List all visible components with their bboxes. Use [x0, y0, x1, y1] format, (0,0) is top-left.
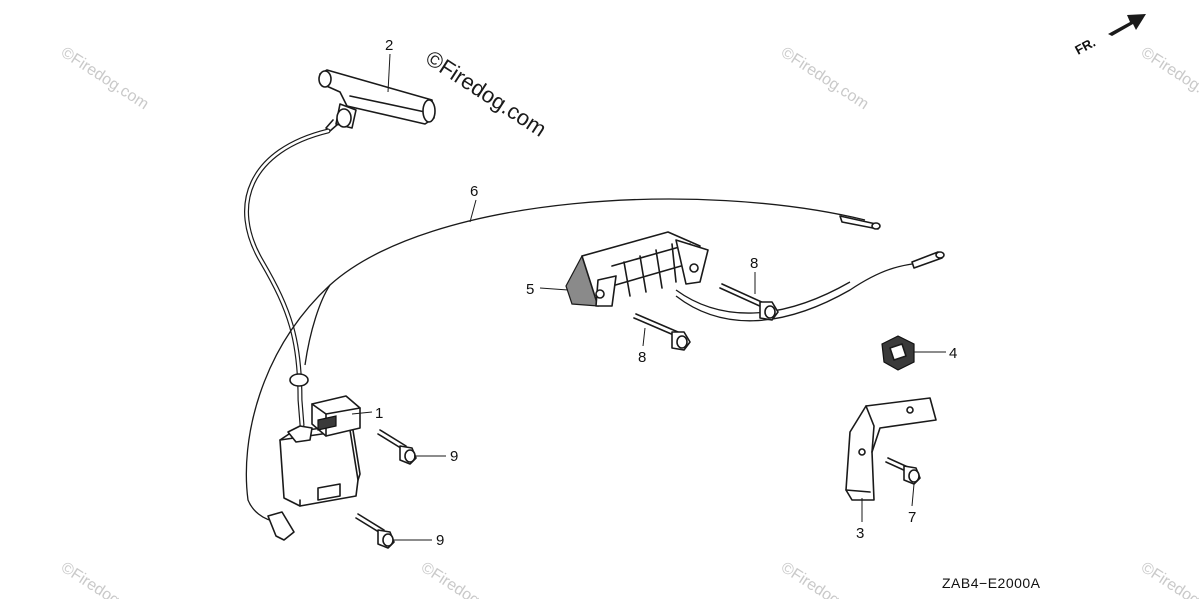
callout-8-upper: 8 — [750, 255, 758, 272]
front-label: FR. — [1072, 35, 1098, 58]
callout-2: 2 — [385, 37, 393, 54]
watermark-faint-3: ©Firedog.com — [1138, 44, 1200, 113]
callout-9-lower: 9 — [436, 532, 444, 549]
coil-bolt-upper — [377, 429, 417, 465]
bracket-bolt — [885, 457, 921, 485]
ignition-coil — [279, 395, 361, 507]
diagram-code: ZAB4−E2000A — [942, 575, 1041, 591]
grommet — [881, 335, 915, 371]
exciter-coil — [565, 231, 945, 322]
bolt-upper — [719, 283, 779, 321]
callout-1: 1 — [375, 405, 383, 422]
watermark-faint-6: ©Firedog.com — [778, 559, 872, 599]
coil-bolt-lower — [355, 513, 395, 549]
leader-lines — [351, 53, 946, 541]
watermark-faint-7: ©Firedog.com — [1138, 559, 1200, 599]
callout-3: 3 — [856, 525, 864, 542]
callout-8-lower: 8 — [638, 349, 646, 366]
callout-7: 7 — [908, 509, 916, 526]
watermark-faint-5: ©Firedog.com — [418, 559, 512, 599]
wire-harness — [245, 198, 881, 541]
watermark-faint-4: ©Firedog.com — [58, 559, 152, 599]
callout-9-upper: 9 — [450, 448, 458, 465]
faint-watermarks: ©Firedog.com ©Firedog.com ©Firedog.com ©… — [58, 44, 1200, 599]
callout-5: 5 — [526, 281, 534, 298]
watermark-main: ©Firedog.com — [421, 45, 551, 141]
watermark-faint-2: ©Firedog.com — [778, 44, 872, 113]
callouts: 2 6 5 8 8 4 1 9 9 3 7 — [375, 37, 957, 549]
bracket — [845, 397, 937, 501]
front-direction-indicator: FR. — [1072, 14, 1146, 58]
front-arrow-icon — [1108, 14, 1146, 36]
spark-plug-cap — [318, 69, 436, 132]
callout-6: 6 — [470, 183, 478, 200]
watermark-faint-1: ©Firedog.com — [58, 44, 152, 113]
high-tension-lead — [244, 128, 331, 428]
bolt-lower — [633, 313, 691, 351]
callout-4: 4 — [949, 345, 957, 362]
